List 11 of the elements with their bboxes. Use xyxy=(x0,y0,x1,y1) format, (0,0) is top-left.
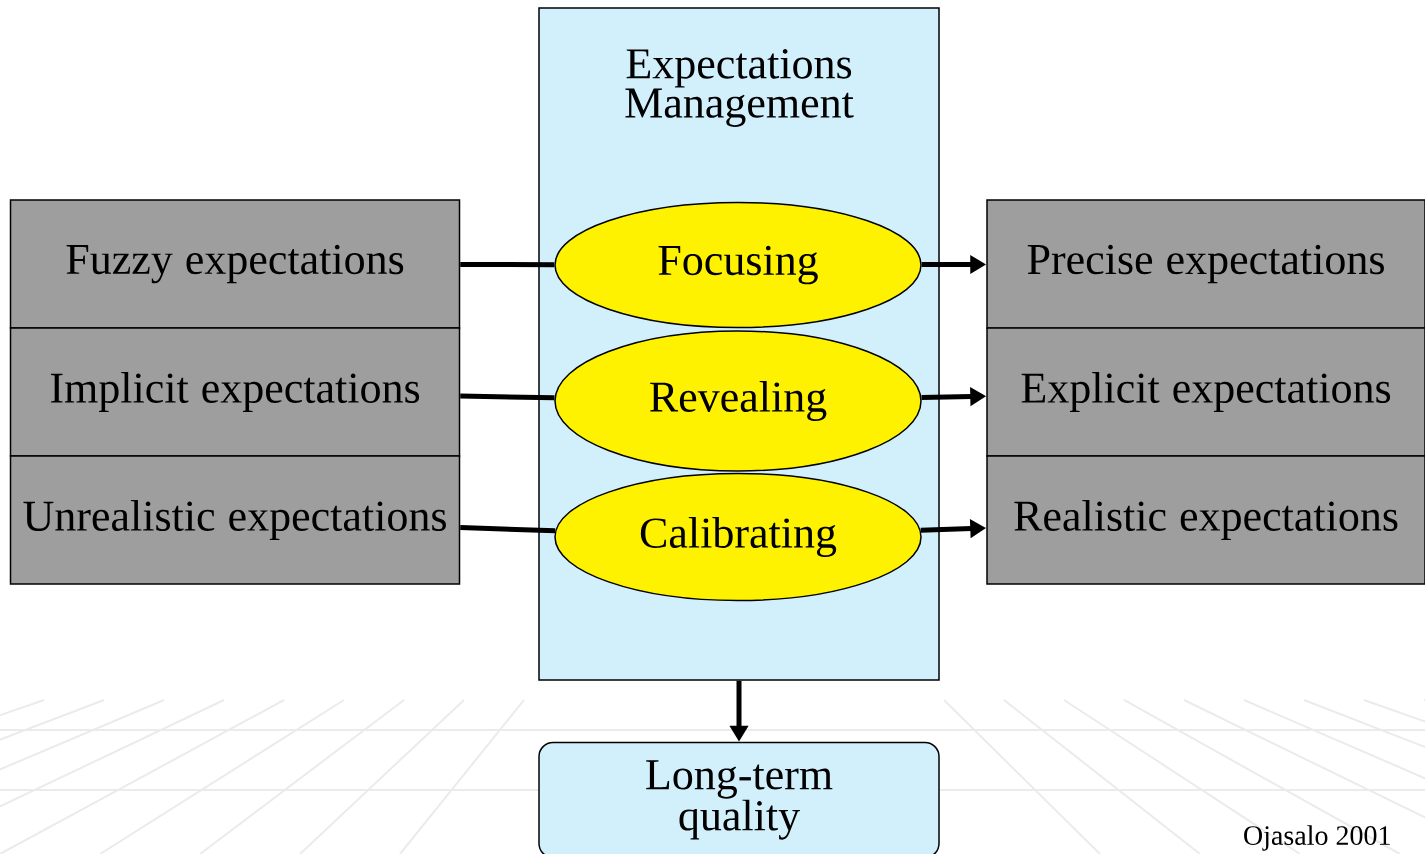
expectation-box: Fuzzy expectations xyxy=(9,199,461,329)
connector-line xyxy=(460,525,556,534)
expectation-box: Realistic expectations xyxy=(986,455,1425,585)
expectation-box: Implicit expectations xyxy=(9,327,461,457)
expectation-box: Unrealistic expectations xyxy=(9,455,461,585)
source-note: Ojasalo 2001 xyxy=(1244,825,1390,851)
expectation-box: Precise expectations xyxy=(986,199,1425,329)
connector-line xyxy=(460,261,555,268)
connector-line xyxy=(460,393,555,401)
outcome-box: Long-term quality xyxy=(538,741,940,854)
expectation-box: Explicit expectations xyxy=(986,327,1425,457)
